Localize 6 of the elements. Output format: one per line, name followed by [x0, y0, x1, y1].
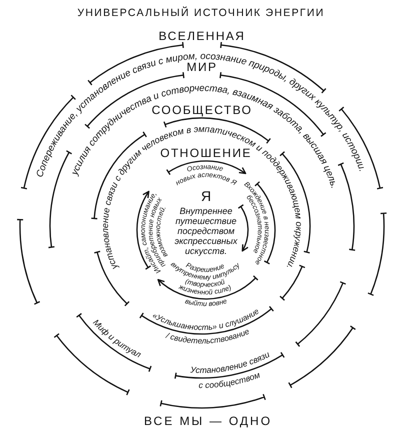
diagram-title: УНИВЕРСАЛЬНЫЙ ИСТОЧНИК ЭНЕРГИИ	[77, 7, 325, 20]
ring-heading: МИР	[186, 60, 218, 74]
ring-heading: ВСЕЛЕННАЯ	[158, 29, 246, 43]
bottom-heading: ВСЕ МЫ — ОДНО	[144, 414, 272, 428]
center-text: Внутреннее путешествие посредством экспрессивных искусств.	[174, 206, 238, 256]
center-label: Я	[200, 189, 212, 203]
